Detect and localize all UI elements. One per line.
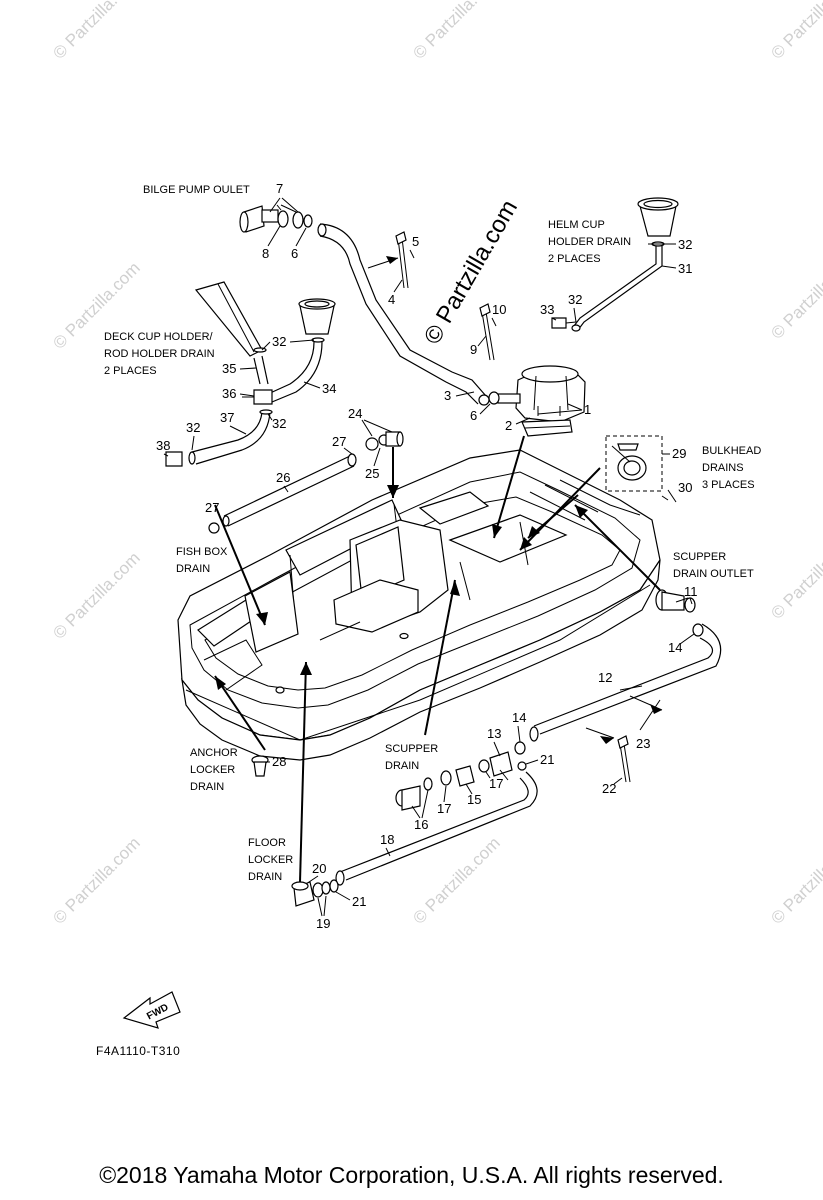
watermark: © Partzilla.com (767, 248, 823, 342)
part-number: 11 (684, 584, 698, 599)
part-number: 7 (276, 181, 283, 196)
label-bulkhead: 3 PLACES (702, 479, 755, 491)
part-number: 34 (322, 381, 336, 396)
part-number: 32 (272, 334, 286, 349)
section-labels: BILGE PUMP OULET HELM CUP HOLDER DRAIN 2… (104, 184, 761, 883)
label-deck-cup: ROD HOLDER DRAIN (104, 348, 215, 360)
label-floor-locker: DRAIN (248, 871, 282, 883)
part-number: 6 (291, 246, 298, 261)
part-number: 27 (205, 500, 219, 515)
part-number: 17 (437, 801, 451, 816)
watermark: © Partzilla.com (767, 0, 823, 63)
part-number: 14 (512, 710, 526, 725)
label-helm-cup: HOLDER DRAIN (548, 236, 631, 248)
part-callouts: 7 8 6 5 4 32 31 10 32 33 9 3 6 1 2 32 35… (156, 181, 698, 931)
drain-arrows (214, 435, 661, 883)
label-scupper-drain: SCUPPER (385, 743, 438, 755)
boat-hull (177, 449, 661, 761)
label-anchor-locker: DRAIN (190, 781, 224, 793)
deck-cup-rod-holder (165, 281, 336, 467)
copyright-footer: ©2018 Yamaha Motor Corporation, U.S.A. A… (99, 1162, 724, 1188)
part-number: 6 (470, 408, 477, 423)
label-helm-cup: HELM CUP (548, 219, 605, 231)
part-number: 27 (332, 434, 346, 449)
part-number: 32 (272, 416, 286, 431)
watermark: © Partzilla.com (49, 548, 143, 642)
part-number: 35 (222, 361, 236, 376)
part-number: 36 (222, 386, 236, 401)
watermark-main: © Partzilla.com (419, 195, 523, 349)
part-number: 30 (678, 480, 692, 495)
part-number: 18 (380, 832, 394, 847)
label-scupper-drain: DRAIN (385, 760, 419, 772)
label-fish-box: FISH BOX (176, 546, 228, 558)
part-number: 15 (467, 792, 481, 807)
part-number: 8 (262, 246, 269, 261)
part-number: 31 (678, 261, 692, 276)
part-number: 32 (678, 237, 692, 252)
helm-cup-holder (551, 197, 679, 332)
watermark: © Partzilla.com (767, 528, 823, 622)
part-number: 20 (312, 861, 326, 876)
part-number: 12 (598, 670, 612, 685)
part-number: 29 (672, 446, 686, 461)
cable-tie-9 (479, 303, 497, 361)
scupper-drain-outlet (529, 589, 722, 783)
part-number: 16 (414, 817, 428, 832)
fish-box-drain-hose (208, 431, 404, 534)
watermark: © Partzilla.com (49, 833, 143, 927)
scupper-drain-assembly (291, 741, 538, 907)
part-number: 5 (412, 234, 419, 249)
label-floor-locker: LOCKER (248, 854, 293, 866)
diagram-code: F4A1110-T310 (96, 1044, 180, 1058)
part-number: 2 (505, 418, 512, 433)
part-number: 21 (540, 752, 554, 767)
bilge-pump-outlet-assembly (239, 204, 490, 406)
part-number: 13 (487, 726, 501, 741)
part-number: 14 (668, 640, 682, 655)
part-number: 32 (568, 292, 582, 307)
label-deck-cup: 2 PLACES (104, 365, 157, 377)
label-anchor-locker: ANCHOR (190, 747, 238, 759)
part-number: 22 (602, 781, 616, 796)
part-number: 10 (492, 302, 506, 317)
label-deck-cup: DECK CUP HOLDER/ (104, 331, 214, 343)
label-floor-locker: FLOOR (248, 837, 286, 849)
part-number: 37 (220, 410, 234, 425)
anchor-locker-drain (251, 755, 269, 777)
part-number: 38 (156, 438, 170, 453)
part-number: 17 (489, 776, 503, 791)
label-anchor-locker: LOCKER (190, 764, 235, 776)
label-bulkhead: DRAINS (702, 462, 744, 474)
clamp-6 (488, 391, 500, 405)
watermark: © Partzilla.com (49, 0, 143, 63)
part-number: 4 (388, 292, 395, 307)
part-number: 19 (316, 916, 330, 931)
watermark: © Partzilla.com (409, 0, 503, 63)
watermark: © Partzilla.com (767, 833, 823, 927)
bulkhead-drain-detail (605, 435, 677, 503)
part-number: 9 (470, 342, 477, 357)
part-number: 1 (584, 402, 591, 417)
part-number: 26 (276, 470, 290, 485)
part-number: 33 (540, 302, 554, 317)
part-number: 23 (636, 736, 650, 751)
label-bilge-pump-outlet: BILGE PUMP OULET (143, 184, 250, 196)
label-bulkhead: BULKHEAD (702, 445, 761, 457)
bilge-pump (497, 365, 586, 437)
label-scupper-outlet: SCUPPER (673, 551, 726, 563)
label-fish-box: DRAIN (176, 563, 210, 575)
part-number: 24 (348, 406, 362, 421)
part-number: 28 (272, 754, 286, 769)
part-number: 25 (365, 466, 379, 481)
watermark: © Partzilla.com (409, 833, 503, 927)
label-helm-cup: 2 PLACES (548, 253, 601, 265)
fwd-arrow: FWD (122, 991, 181, 1029)
part-number: 21 (352, 894, 366, 909)
part-number: 3 (444, 388, 451, 403)
part-number: 32 (186, 420, 200, 435)
label-scupper-outlet: DRAIN OUTLET (673, 568, 754, 580)
